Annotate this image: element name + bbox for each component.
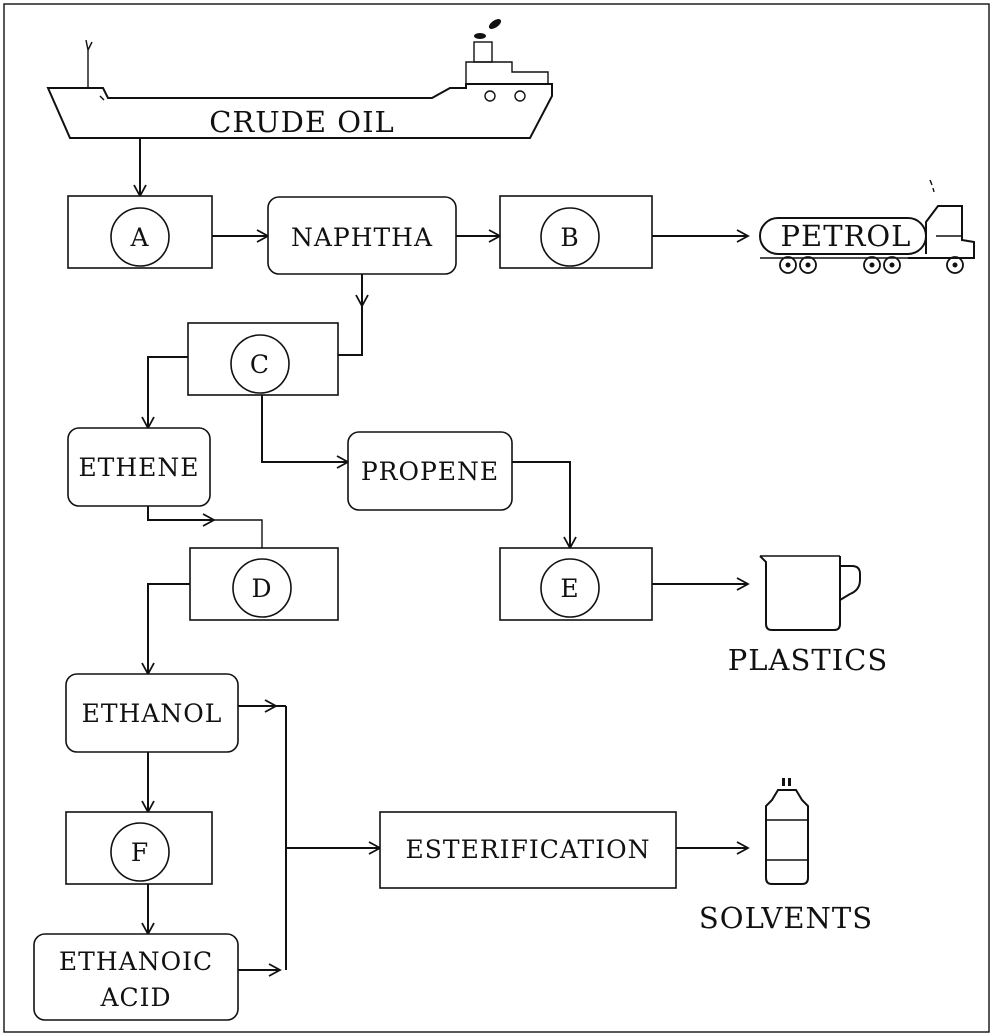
step-d-label: D <box>251 574 272 603</box>
arrow-naphtha-to-c <box>338 274 362 355</box>
plastics-label: PLASTICS <box>728 643 888 677</box>
ethanol-label: ETHANOL <box>82 699 223 728</box>
arrow-ethene-to-d <box>148 506 214 520</box>
step-b-label: B <box>560 223 579 252</box>
jug-icon <box>760 556 860 630</box>
arrow-c-to-propene <box>262 395 348 462</box>
step-c-label: C <box>250 350 270 379</box>
connector-ethene-d <box>214 520 262 548</box>
step-a-label: A <box>129 223 149 252</box>
arrow-d-to-ethanol <box>148 584 190 674</box>
esterification-label: ESTERIFICATION <box>406 835 651 864</box>
crude-oil-label: CRUDE OIL <box>209 105 395 139</box>
arrow-propene-to-e <box>512 462 570 548</box>
bottle-icon <box>766 778 808 884</box>
step-e-label: E <box>560 574 579 603</box>
solvents-label: SOLVENTS <box>699 901 873 935</box>
naphtha-label: NAPHTHA <box>291 223 433 252</box>
propene-label: PROPENE <box>361 457 499 486</box>
ethanoic-acid-label-line2: ACID <box>99 983 171 1012</box>
ethanoic-acid-label-line1: ETHANOIC <box>59 947 213 976</box>
petrol-label: PETROL <box>781 219 912 253</box>
step-f-label: F <box>131 838 149 867</box>
arrow-c-to-ethene <box>148 357 188 428</box>
ethene-label: ETHENE <box>78 453 199 482</box>
